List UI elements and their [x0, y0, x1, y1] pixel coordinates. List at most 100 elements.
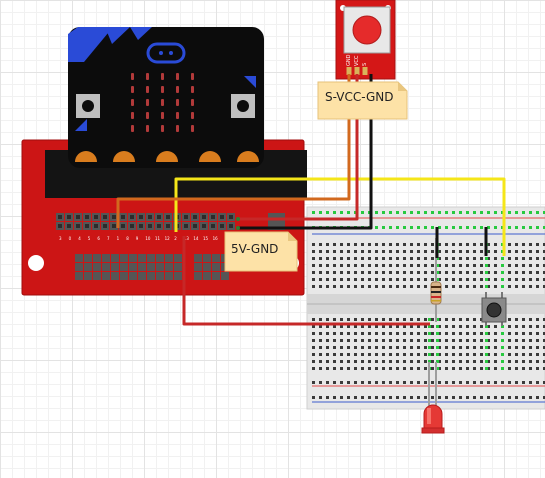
breadboard-hole — [522, 381, 525, 384]
breadboard-hole — [543, 332, 545, 335]
breadboard-hole — [347, 332, 350, 335]
breadboard-hole — [473, 318, 476, 321]
module-pin-label: GND — [346, 54, 352, 66]
connected-hole — [428, 346, 431, 349]
breadboard-hole — [480, 257, 483, 260]
header-pin-hole — [121, 215, 125, 219]
breadboard-hole — [494, 250, 497, 253]
breadboard-hole — [522, 278, 525, 281]
connected-hole — [508, 211, 511, 214]
breadboard-hole — [389, 285, 392, 288]
breadboard-hole — [333, 243, 336, 246]
breadboard-hole — [515, 271, 518, 274]
breadboard-hole — [529, 250, 532, 253]
header-pin-hole — [76, 224, 80, 228]
wire-gnd-module — [238, 118, 373, 230]
breadboard-hole — [347, 318, 350, 321]
header-pin — [93, 254, 101, 262]
microbit-board — [68, 27, 264, 168]
connected-hole — [375, 211, 378, 214]
breadboard-hole — [473, 264, 476, 267]
breadboard-hole — [515, 360, 518, 363]
breadboard-hole — [382, 332, 385, 335]
breadboard-hole — [515, 332, 518, 335]
breadboard-hole — [466, 264, 469, 267]
breadboard-hole — [333, 278, 336, 281]
breadboard-hole — [368, 278, 371, 281]
breadboard-hole — [361, 325, 364, 328]
breadboard-hole — [487, 346, 490, 349]
breadboard-hole — [396, 339, 399, 342]
breadboard-hole — [431, 353, 434, 356]
led-pixel — [176, 125, 179, 132]
breadboard-hole — [375, 367, 378, 370]
connected-hole — [501, 339, 504, 342]
breadboard-hole — [403, 325, 406, 328]
led-pixel — [131, 125, 134, 132]
breadboard-hole — [417, 271, 420, 274]
breadboard-hole — [424, 346, 427, 349]
connected-hole — [382, 226, 385, 229]
breadboard-hole — [340, 353, 343, 356]
led-pixel — [161, 73, 164, 80]
breadboard-hole — [522, 285, 525, 288]
breadboard-hole — [375, 339, 378, 342]
header-pin-hole — [112, 215, 116, 219]
pin-label: 7 — [107, 236, 110, 241]
header-pin-hole — [220, 224, 224, 228]
breadboard-hole — [396, 367, 399, 370]
breadboard-hole — [354, 243, 357, 246]
breadboard-hole — [536, 278, 539, 281]
connected-hole — [445, 211, 448, 214]
breadboard-hole — [382, 381, 385, 384]
breadboard-hole — [354, 271, 357, 274]
header-pin-hole — [166, 215, 170, 219]
breadboard-hole — [368, 243, 371, 246]
breadboard-hole — [403, 339, 406, 342]
breadboard-hole — [368, 264, 371, 267]
breadboard-hole — [333, 353, 336, 356]
breadboard-hole — [319, 243, 322, 246]
edge-pad — [199, 151, 221, 162]
red-button-cap[interactable] — [352, 15, 382, 45]
button-b-cap — [237, 100, 249, 112]
connected-hole — [333, 211, 336, 214]
breadboard-hole — [382, 396, 385, 399]
breadboard-hole — [515, 367, 518, 370]
breadboard-hole — [529, 325, 532, 328]
breadboard-hole — [333, 285, 336, 288]
header-pin-hole — [85, 215, 89, 219]
breadboard-hole — [326, 278, 329, 281]
breadboard-hole — [375, 353, 378, 356]
connected-hole — [424, 211, 427, 214]
breadboard-hole — [410, 325, 413, 328]
breadboard-hole — [424, 360, 427, 363]
breadboard-hole — [494, 367, 497, 370]
breadboard-hole — [396, 360, 399, 363]
connected-hole — [424, 226, 427, 229]
breadboard-hole — [396, 325, 399, 328]
breadboard-hole — [340, 257, 343, 260]
connected-hole — [536, 226, 539, 229]
connected-hole — [396, 226, 399, 229]
breadboard-hole — [522, 339, 525, 342]
breadboard-hole — [326, 285, 329, 288]
header-pin-hole — [121, 224, 125, 228]
connected-hole — [466, 211, 469, 214]
breadboard-hole — [389, 243, 392, 246]
breadboard-hole — [522, 318, 525, 321]
connected-hole — [326, 211, 329, 214]
breadboard-hole — [431, 243, 434, 246]
header-pin — [203, 263, 211, 271]
breadboard-hole — [529, 339, 532, 342]
connected-hole — [480, 226, 483, 229]
breadboard-hole — [452, 318, 455, 321]
breadboard-hole — [333, 325, 336, 328]
breadboard-hole — [375, 264, 378, 267]
breadboard-hole — [494, 285, 497, 288]
push-button[interactable] — [481, 292, 507, 326]
breadboard-hole — [536, 318, 539, 321]
connected-hole — [436, 346, 439, 349]
breadboard-hole — [368, 360, 371, 363]
connected-hole — [501, 332, 504, 335]
